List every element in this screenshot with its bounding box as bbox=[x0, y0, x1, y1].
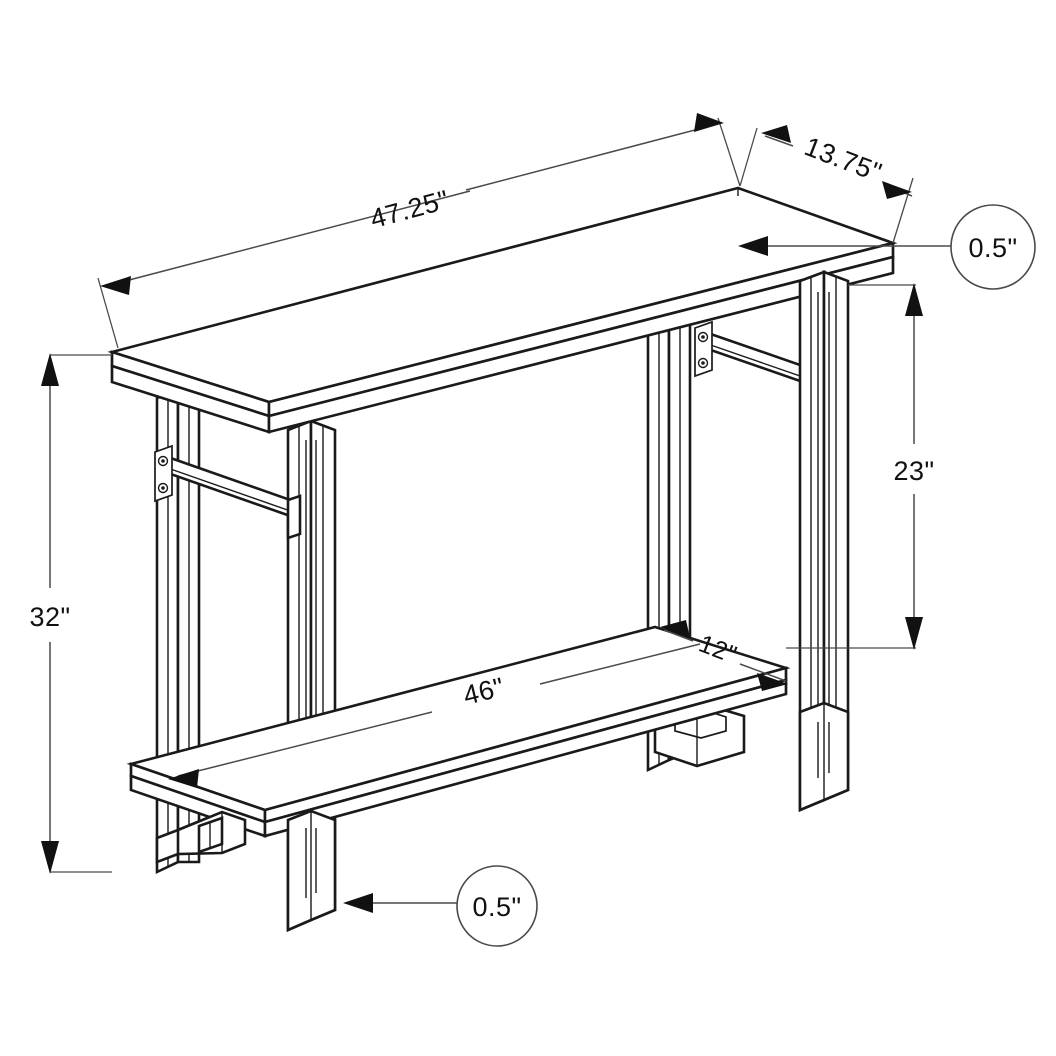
dimension-label-leg-thickness: 0.5" bbox=[472, 892, 521, 922]
tabletop bbox=[107, 186, 898, 434]
dimension-overall-height: 32" bbox=[29, 353, 112, 874]
dimension-shelf-height: 23" bbox=[786, 283, 934, 650]
leg-front-right-foot bbox=[798, 701, 850, 812]
leg-back-left-foot bbox=[176, 810, 247, 856]
leg-front-left-foot bbox=[286, 809, 337, 932]
dimension-label-shelf-height: 23" bbox=[893, 456, 934, 486]
dimension-top-thickness: 0.5" bbox=[738, 204, 1036, 290]
dimension-label-top-depth: 13.75" bbox=[800, 131, 886, 188]
dimension-shelf-depth: 12" bbox=[660, 620, 788, 691]
dimension-label-top-thickness: 0.5" bbox=[968, 233, 1017, 263]
dimension-label-overall-height: 32" bbox=[29, 602, 70, 632]
balloon-top-thickness bbox=[950, 204, 1036, 290]
dimension-label-top-length: 47.25" bbox=[367, 184, 452, 234]
leg-front-right bbox=[798, 270, 850, 812]
brace-left bbox=[154, 444, 302, 540]
console-table-illustration bbox=[107, 186, 898, 932]
lower-shelf bbox=[126, 625, 791, 838]
balloon-leg-thickness bbox=[456, 865, 538, 947]
dimension-leg-thickness: 0.5" bbox=[343, 865, 538, 947]
